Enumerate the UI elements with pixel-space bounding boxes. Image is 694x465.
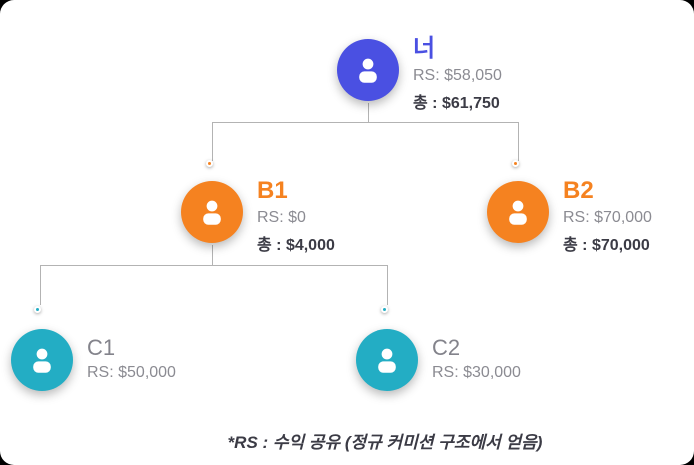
connector-c2-vertical [387, 265, 388, 305]
connector-root-vertical [368, 103, 369, 122]
c2-rs-value: RS: $30,000 [432, 364, 521, 382]
node-c2: C2 RS: $30,000 [356, 329, 521, 391]
c2-info: C2 RS: $30,000 [432, 335, 521, 382]
connector-b1-vertical [212, 122, 213, 161]
b1-rs-value: RS: $0 [257, 208, 306, 226]
b1-info: B1 RS: $0 총 : $4,000 [257, 177, 335, 255]
node-b1: B1 RS: $0 총 : $4,000 [181, 177, 335, 255]
b2-avatar [487, 181, 549, 243]
connector-dot-b2 [512, 160, 519, 167]
c2-label: C2 [432, 335, 461, 360]
node-root: 너 RS: $58,050 총 : $61,750 [337, 35, 502, 113]
root-total-value: 총 : $61,750 [413, 94, 500, 112]
node-c1: C1 RS: $50,000 [11, 329, 176, 391]
footnote: *RS : 수익 공유 (정규 커미션 구조에서 얻음) [227, 433, 543, 452]
c1-avatar [11, 329, 73, 391]
connector-b1-down-vertical [212, 245, 213, 265]
node-b2: B2 RS: $70,000 총 : $70,000 [487, 177, 652, 255]
b1-avatar [181, 181, 243, 243]
connector-b2-vertical [518, 122, 519, 161]
person-icon [203, 200, 221, 225]
connector-dot-b1 [206, 160, 213, 167]
root-rs-value: RS: $58,050 [413, 66, 502, 84]
person-icon [378, 348, 396, 373]
connector-c1-vertical [40, 265, 41, 305]
root-avatar [337, 39, 399, 101]
b2-label: B2 [563, 177, 594, 204]
c1-rs-value: RS: $50,000 [87, 364, 176, 382]
b1-total-value: 총 : $4,000 [257, 236, 335, 254]
c1-info: C1 RS: $50,000 [87, 335, 176, 382]
b2-rs-value: RS: $70,000 [563, 208, 652, 226]
c2-avatar [356, 329, 418, 391]
connector-level2-horizontal [40, 265, 388, 266]
connector-dot-c2 [381, 306, 388, 313]
person-icon [359, 58, 377, 83]
person-icon [33, 348, 51, 373]
root-label: 너 [413, 35, 436, 62]
connector-dot-c1 [34, 306, 41, 313]
c1-label: C1 [87, 335, 116, 360]
root-info: 너 RS: $58,050 총 : $61,750 [413, 35, 502, 113]
b1-label: B1 [257, 177, 288, 204]
person-icon [509, 200, 527, 225]
connector-level1-horizontal [212, 122, 519, 123]
b2-info: B2 RS: $70,000 총 : $70,000 [563, 177, 652, 255]
b2-total-value: 총 : $70,000 [563, 236, 650, 254]
